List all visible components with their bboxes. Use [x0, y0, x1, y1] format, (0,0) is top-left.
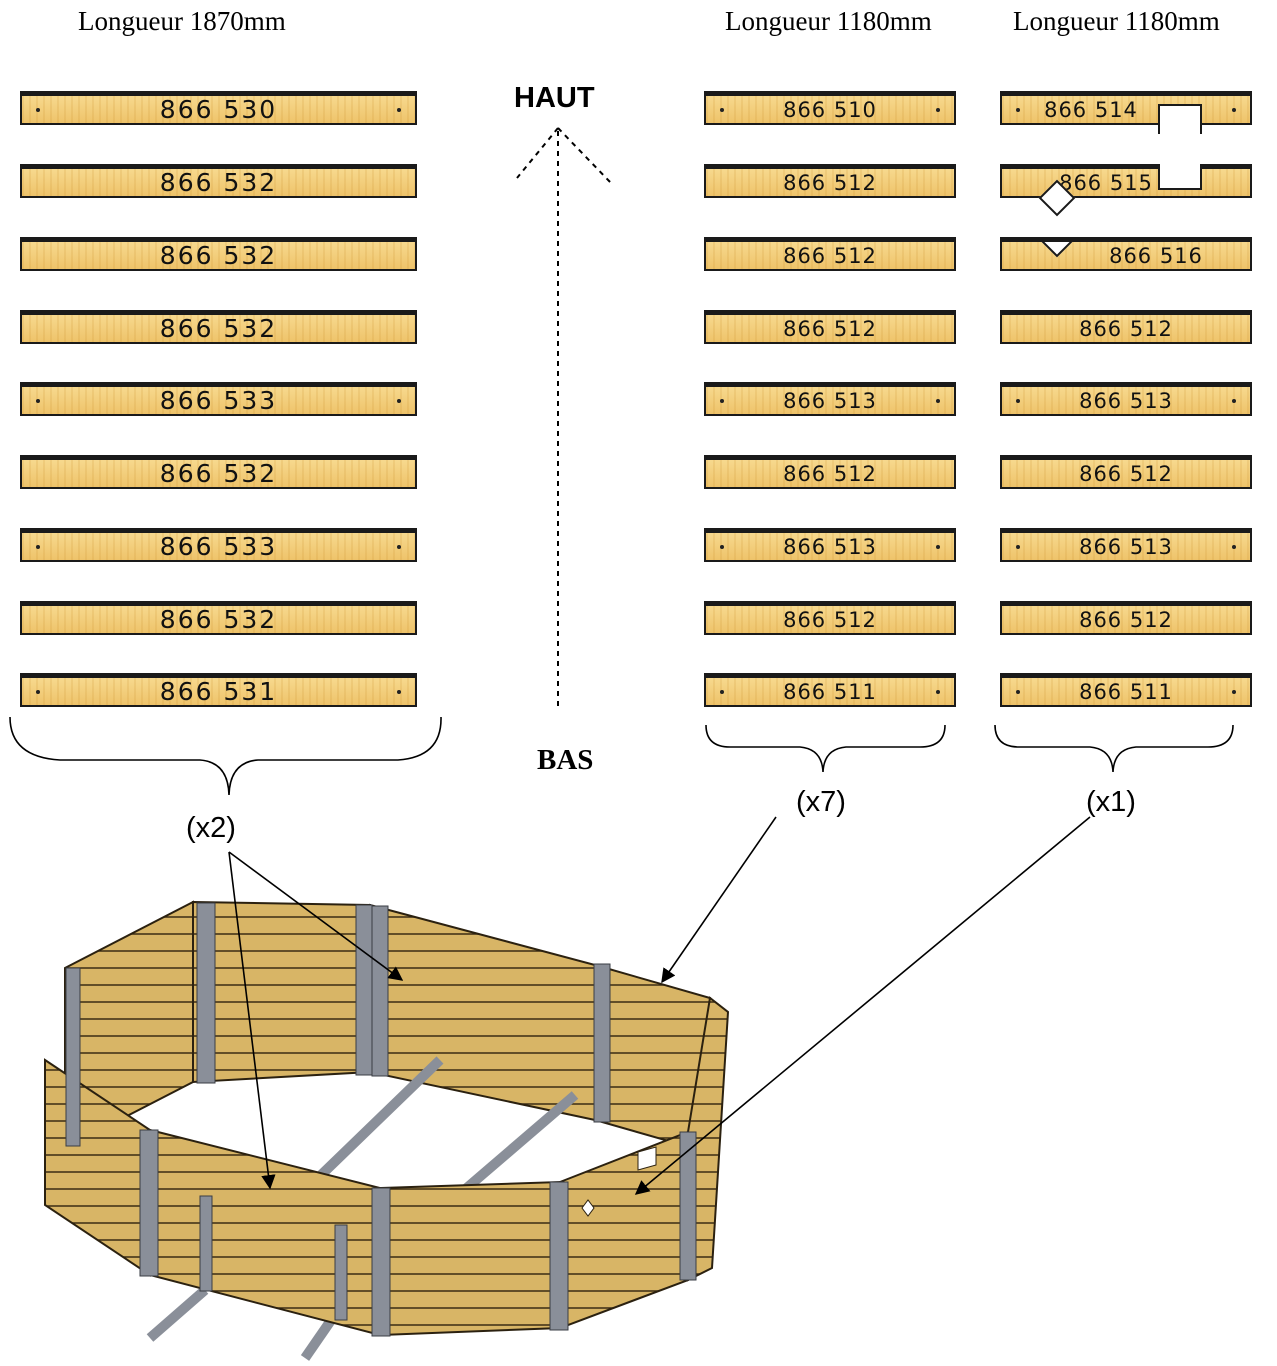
plank-middle-2: 866 512 [704, 164, 956, 198]
plank-right-5: 866 513 [1000, 382, 1252, 416]
plank-label: 866 511 [1079, 679, 1173, 704]
plank-left-5: 866 533 [20, 382, 417, 416]
plank-left-1: 866 530 [20, 91, 417, 125]
plank-middle-1: 866 510 [704, 91, 956, 125]
plank-label: 866 512 [1079, 316, 1173, 341]
plank-left-2: 866 532 [20, 164, 417, 198]
plank-middle-3: 866 512 [704, 237, 956, 271]
plank-label: 866 532 [159, 459, 278, 488]
plank-right-3: 866 516 [1000, 237, 1252, 271]
plank-label: 866 532 [159, 241, 278, 270]
pool-illustration [44, 900, 730, 1361]
plank-label: 866 512 [1079, 607, 1173, 632]
plank-label: 866 513 [783, 534, 877, 559]
plank-label: 866 531 [159, 677, 278, 706]
plank-right-4: 866 512 [1000, 310, 1252, 344]
plank-left-3: 866 532 [20, 237, 417, 271]
quantity-left: (x2) [186, 812, 236, 844]
plank-label: 866 533 [159, 386, 278, 415]
plank-right-1: 866 514 [1000, 91, 1252, 134]
brace-middle [705, 724, 946, 773]
plank-middle-8: 866 512 [704, 601, 956, 635]
plank-middle-5: 866 513 [704, 382, 956, 416]
plank-right-8: 866 512 [1000, 601, 1252, 635]
header-length-right: Longueur 1180mm [1013, 6, 1220, 36]
brace-right [994, 724, 1234, 773]
plank-label: 866 512 [783, 170, 877, 195]
plank-label: 866 532 [159, 168, 278, 197]
plank-left-7: 866 533 [20, 528, 417, 562]
plank-label: 866 514 [1044, 97, 1138, 122]
plank-label: 866 533 [159, 532, 278, 561]
plank-label: 866 515 [1059, 170, 1153, 195]
plank-right-7: 866 513 [1000, 528, 1252, 562]
direction-top-label: HAUT [514, 82, 595, 114]
plank-label: 866 516 [1109, 243, 1203, 268]
plank-right-9: 866 511 [1000, 673, 1252, 707]
plank-label: 866 512 [783, 607, 877, 632]
direction-arrow [516, 127, 612, 706]
plank-middle-7: 866 513 [704, 528, 956, 562]
plank-label: 866 510 [783, 97, 877, 122]
plank-label: 866 513 [1079, 388, 1173, 413]
plank-label: 866 530 [159, 95, 278, 124]
plank-middle-4: 866 512 [704, 310, 956, 344]
plank-label: 866 512 [783, 461, 877, 486]
quantity-middle: (x7) [796, 786, 846, 818]
quantity-right: (x1) [1086, 786, 1136, 818]
plank-left-8: 866 532 [20, 601, 417, 635]
plank-middle-9: 866 511 [704, 673, 956, 707]
plank-right-2: 866 515 [1000, 164, 1252, 217]
plank-label: 866 532 [159, 605, 278, 634]
plank-middle-6: 866 512 [704, 455, 956, 489]
plank-label: 866 513 [783, 388, 877, 413]
header-length-middle: Longueur 1180mm [725, 6, 932, 36]
plank-label: 866 512 [783, 243, 877, 268]
plank-label: 866 512 [783, 316, 877, 341]
plank-left-4: 866 532 [20, 310, 417, 344]
plank-right-6: 866 512 [1000, 455, 1252, 489]
leader-arrows [228, 816, 1091, 1195]
plank-label: 866 511 [783, 679, 877, 704]
plank-left-9: 866 531 [20, 673, 417, 707]
plank-cutout [1158, 164, 1202, 190]
header-length-left: Longueur 1870mm [78, 6, 286, 36]
plank-label: 866 512 [1079, 461, 1173, 486]
plank-left-6: 866 532 [20, 455, 417, 489]
brace-left [9, 716, 442, 796]
plank-label: 866 532 [159, 314, 278, 343]
plank-label: 866 513 [1079, 534, 1173, 559]
direction-bottom-label: BAS [537, 744, 594, 776]
plank-cutout [1158, 104, 1202, 134]
